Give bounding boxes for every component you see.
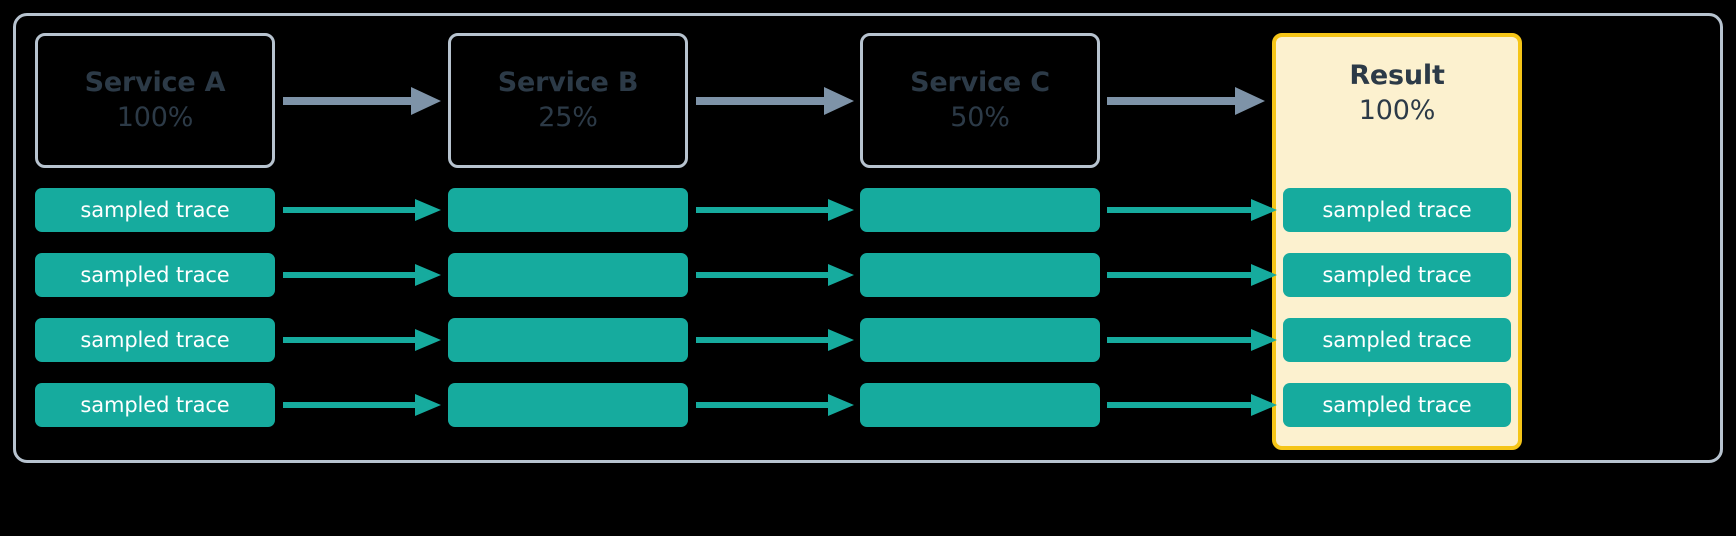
arrow-right-icon-trace-row1-c-result — [1107, 193, 1277, 227]
arrow-right-icon-header-b-c — [696, 84, 854, 118]
trace-chip[interactable] — [448, 318, 688, 362]
arrow-right-icon-trace-row1-a-b — [283, 193, 441, 227]
trace-chip[interactable]: sampled trace — [35, 383, 275, 427]
trace-label: sampled trace — [1322, 392, 1472, 417]
trace-chip[interactable] — [860, 318, 1100, 362]
service-b-box[interactable]: Service B 25% — [448, 33, 688, 168]
arrow-right-icon-trace-row4-a-b — [283, 388, 441, 422]
result-title: Result — [1349, 60, 1445, 91]
arrow-right-icon-trace-row2-c-result — [1107, 258, 1277, 292]
trace-chip[interactable]: sampled trace — [35, 188, 275, 232]
arrow-right-icon-trace-row2-b-c — [696, 258, 854, 292]
trace-label: sampled trace — [80, 392, 230, 417]
trace-chip[interactable] — [448, 253, 688, 297]
trace-chip[interactable] — [860, 253, 1100, 297]
arrow-right-icon-trace-row2-a-b — [283, 258, 441, 292]
service-a-box[interactable]: Service A 100% — [35, 33, 275, 168]
trace-label: sampled trace — [1322, 197, 1472, 222]
result-header: Result 100% — [1276, 59, 1518, 128]
trace-chip[interactable]: sampled trace — [35, 253, 275, 297]
arrow-right-icon-header-c-result — [1107, 84, 1265, 118]
trace-label: sampled trace — [1322, 327, 1472, 352]
column-service-b: Service B 25% — [448, 0, 688, 536]
service-b-title: Service B — [497, 66, 639, 98]
trace-chip[interactable]: sampled trace — [1283, 188, 1511, 232]
trace-chip[interactable]: sampled trace — [1283, 383, 1511, 427]
trace-label: sampled trace — [80, 262, 230, 287]
arrow-right-icon-trace-row3-a-b — [283, 323, 441, 357]
trace-chip[interactable]: sampled trace — [35, 318, 275, 362]
arrow-right-icon-header-a-b — [283, 84, 441, 118]
trace-chip[interactable] — [448, 383, 688, 427]
arrow-right-icon-trace-row4-c-result — [1107, 388, 1277, 422]
trace-chip[interactable]: sampled trace — [1283, 253, 1511, 297]
trace-chip[interactable] — [860, 188, 1100, 232]
service-c-title: Service C — [910, 66, 1050, 98]
trace-label: sampled trace — [80, 197, 230, 222]
service-a-percent: 100% — [116, 101, 194, 133]
arrow-right-icon-trace-row1-b-c — [696, 193, 854, 227]
column-service-a: Service A 100% — [35, 0, 275, 536]
trace-chip[interactable] — [448, 188, 688, 232]
trace-chip[interactable] — [860, 383, 1100, 427]
arrow-right-icon-trace-row4-b-c — [696, 388, 854, 422]
arrow-right-icon-trace-row3-c-result — [1107, 323, 1277, 357]
service-b-percent: 25% — [538, 101, 598, 133]
service-c-percent: 50% — [950, 101, 1010, 133]
trace-chip[interactable]: sampled trace — [1283, 318, 1511, 362]
column-service-c: Service C 50% — [860, 0, 1100, 536]
result-percent: 100% — [1358, 94, 1436, 126]
diagram-outer-frame — [13, 13, 1723, 463]
arrow-right-icon-trace-row3-b-c — [696, 323, 854, 357]
trace-label: sampled trace — [1322, 262, 1472, 287]
result-highlight-panel: Result 100% — [1272, 33, 1522, 450]
trace-label: sampled trace — [80, 327, 230, 352]
service-c-box[interactable]: Service C 50% — [860, 33, 1100, 168]
service-a-title: Service A — [84, 66, 226, 98]
